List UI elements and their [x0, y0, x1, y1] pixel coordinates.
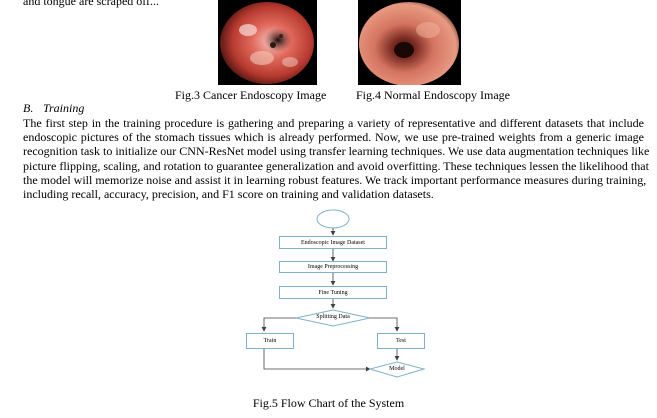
model-diamond [368, 361, 426, 378]
fig4-caption: Fig.4 Normal Endoscopy Image [356, 88, 510, 102]
section-heading: B. Training [23, 101, 84, 116]
finetuning-box: Fine Tuning [279, 286, 387, 299]
dataset-box: Endoscopic Image Dataset [279, 236, 387, 249]
flow-start-circle [316, 209, 350, 229]
model-label: Model [389, 366, 405, 372]
fig3-caption: Fig.3 Cancer Endoscopy Image [175, 88, 327, 102]
normal-endoscopy-image [358, 0, 461, 85]
paragraph-line: recognition task to initialize our CNN-R… [23, 144, 650, 159]
preprocessing-box: Image Preprocessing [279, 261, 387, 273]
flow-arrow [370, 317, 400, 332]
paragraph-line: including recall, accuracy, precision, a… [23, 187, 434, 202]
training-paragraph: The first step in the training procedure… [23, 116, 650, 202]
flow-arrow [263, 349, 371, 372]
fig5-caption: Fig.5 Flow Chart of the System [252, 396, 405, 410]
splitting-label: Splitting Data [316, 314, 350, 320]
train-box: Train [246, 333, 294, 349]
paragraph-line: the model will memorize noise and assist… [23, 172, 647, 187]
section-title: Training [43, 101, 85, 115]
test-box: Test [377, 333, 425, 349]
paragraph-line: endoscopic pictures of the stomach tissu… [23, 130, 644, 145]
top-text-fragment: and tongue are scraped off... [23, 0, 160, 8]
section-number: B. [23, 101, 34, 115]
paragraph-line: picture flipping, scaling, and rotation … [23, 158, 649, 173]
flow-arrow [261, 317, 296, 332]
cancer-endoscopy-image [218, 0, 317, 85]
splitting-diamond [295, 309, 371, 327]
paragraph-line: The first step in the training procedure… [23, 116, 644, 130]
